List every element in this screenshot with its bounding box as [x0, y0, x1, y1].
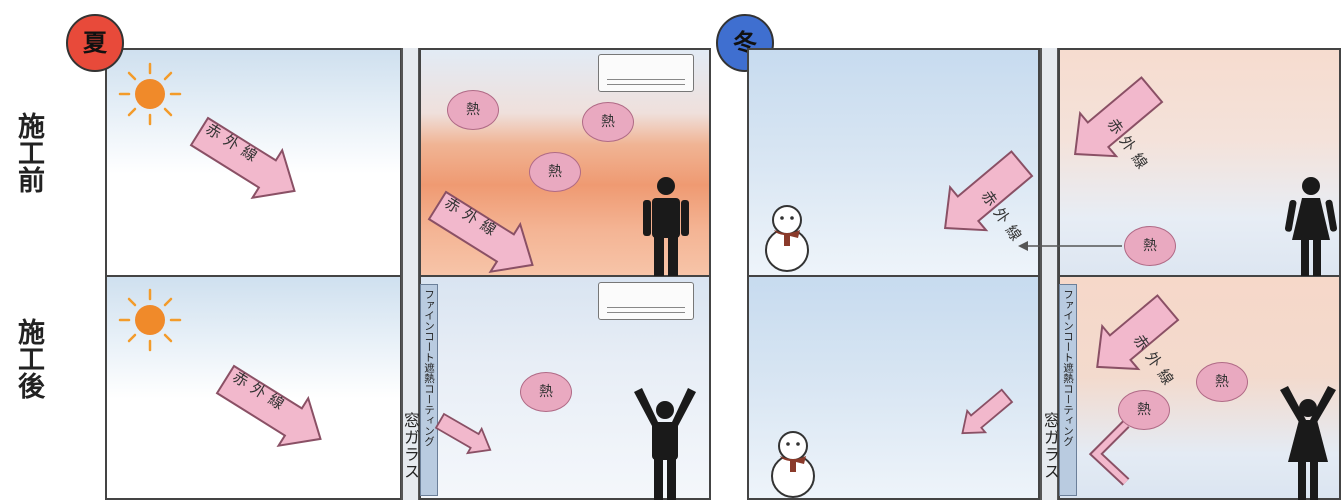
heat-bubble: 熱 — [1124, 226, 1176, 266]
woman-cheering-icon — [1276, 386, 1340, 500]
heat-bubble: 熱 — [1118, 390, 1170, 430]
reduced-infrared-arrow — [954, 398, 1024, 448]
row-label-before: 施工前 — [4, 112, 52, 204]
woman-standing-icon — [1288, 176, 1334, 276]
heat-label: 熱 — [466, 102, 480, 118]
sun-icon — [118, 288, 182, 352]
reduced-infrared-arrow — [440, 408, 510, 458]
snowman-icon — [768, 428, 818, 500]
row-label-before-text: 施工前 — [9, 112, 47, 193]
summer-coating-label: ファインコート遮熱コーティング — [423, 289, 435, 447]
heat-bubble: 熱 — [520, 372, 572, 412]
heat-bubble: 熱 — [529, 152, 581, 192]
heat-label: 熱 — [1143, 238, 1157, 254]
summer-badge: 夏 — [66, 14, 124, 72]
heat-label: 熱 — [539, 384, 553, 400]
man-cheering-icon — [630, 388, 700, 500]
air-conditioner-icon — [598, 282, 694, 320]
heat-bubble: 熱 — [1196, 362, 1248, 402]
reflection-arrow — [1086, 420, 1136, 486]
winter-coating-strip: ファインコート遮熱コーティング — [1059, 284, 1077, 496]
heat-label: 熱 — [1215, 374, 1229, 390]
row-label-after-text: 施工後 — [9, 318, 47, 399]
summer-coating-strip: ファインコート遮熱コーティング — [420, 284, 438, 496]
summer-badge-text: 夏 — [83, 29, 107, 57]
heat-loss-arrow — [1016, 238, 1126, 254]
man-standing-icon — [641, 176, 691, 276]
heat-bubble: 熱 — [582, 102, 634, 142]
snowman-icon — [762, 202, 812, 274]
sun-icon — [118, 62, 182, 126]
heat-label: 熱 — [548, 164, 562, 180]
air-conditioner-icon — [598, 54, 694, 92]
heat-label: 熱 — [601, 114, 615, 130]
heat-label: 熱 — [1137, 402, 1151, 418]
heat-bubble: 熱 — [447, 90, 499, 130]
winter-coating-label: ファインコート遮熱コーティング — [1062, 289, 1074, 447]
row-label-after: 施工後 — [4, 318, 52, 410]
